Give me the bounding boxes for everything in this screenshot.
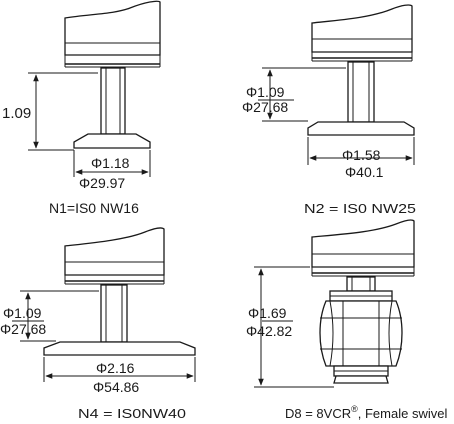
panel-n2: Φ1.09 Φ27.68 Φ1.58 Φ40.1 N2 = IS0 NW25 [242,4,416,216]
d8-caption: D8 = 8VCR®, Female swivel [285,404,447,421]
panel-n1: 1.09 Φ1.18 Φ29.97 N1=IS0 NW16 [2,0,161,216]
n4-caption: N4 = IS0NW40 [78,406,186,421]
n1-diameter-dimension: Φ1.18 Φ29.97 [73,150,151,191]
n4-height-dimension: Φ1.09 Φ27.68 [0,290,99,342]
n1-fitting-drawing [64,0,161,149]
d8-caption-tail: , Female swivel [358,406,448,421]
n2-height-dimension: Φ1.09 Φ27.68 [242,67,346,122]
n1-diameter-top: Φ1.18 [91,155,130,171]
n2-diameter-dimension: Φ1.58 Φ40.1 [307,137,415,180]
n1-height-value: 1.09 [2,105,31,122]
n1-diameter-bottom: Φ29.97 [79,175,125,191]
n4-diameter-dimension: Φ2.16 Φ54.86 [43,357,196,395]
n4-height-top: Φ1.09 [3,305,42,321]
n2-height-top: Φ1.09 [246,84,285,100]
panel-d8: Φ1.69 Φ42.82 D8 = 8VCR®, Female swivel [246,219,447,421]
n2-diameter-top: Φ1.58 [342,147,381,163]
d8-caption-main: D8 = 8VCR [285,406,351,421]
d8-height-bottom: Φ42.82 [246,323,292,339]
n2-caption: N2 = IS0 NW25 [304,201,416,216]
d8-height-dimension: Φ1.69 Φ42.82 [246,266,334,388]
d8-fitting-drawing [311,219,415,384]
n2-diameter-bottom: Φ40.1 [345,164,384,180]
n4-height-bottom: Φ27.68 [0,321,46,337]
n4-fitting-drawing [43,227,196,356]
d8-height-top: Φ1.69 [248,305,287,321]
n1-height-dimension: 1.09 [2,72,98,151]
d8-caption-registered-mark: ® [351,404,358,414]
n4-diameter-bottom: Φ54.86 [93,379,139,395]
n1-caption: N1=IS0 NW16 [49,200,139,216]
n4-diameter-top: Φ2.16 [96,360,135,376]
n2-height-bottom: Φ27.68 [242,99,288,115]
n2-fitting-drawing [307,4,415,136]
panel-n4: Φ1.09 Φ27.68 Φ2.16 Φ54.86 N4 = IS0NW40 [0,227,196,421]
